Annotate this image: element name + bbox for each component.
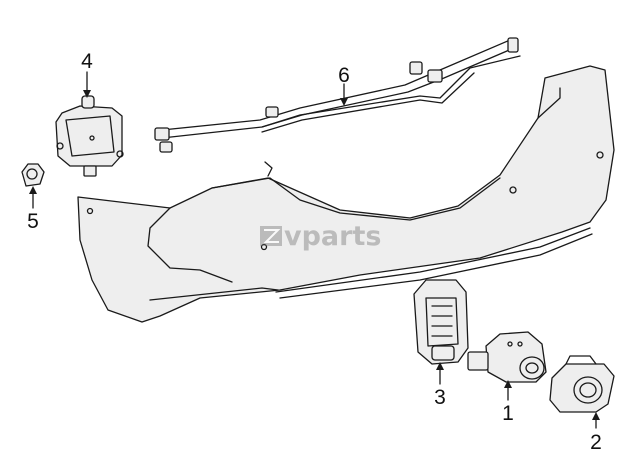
harness-connector-upper bbox=[409, 61, 423, 75]
parking-sensor bbox=[467, 331, 547, 383]
control-module bbox=[55, 95, 124, 177]
callout-3: 3 bbox=[434, 386, 446, 409]
callout-4: 4 bbox=[81, 50, 93, 73]
harness-connector-upper-2 bbox=[427, 69, 443, 83]
watermark-text: vparts bbox=[284, 221, 381, 252]
harness-connector-mid bbox=[265, 106, 279, 118]
harness-connector-left bbox=[154, 127, 170, 141]
sensor-bracket bbox=[413, 279, 469, 365]
sensor-retainer-bezel bbox=[549, 355, 615, 413]
bumper-cover bbox=[77, 65, 615, 323]
harness-connector-right bbox=[507, 37, 519, 53]
wire-harness bbox=[154, 37, 521, 153]
callout-1: 1 bbox=[502, 402, 514, 425]
module-mount-tab bbox=[81, 95, 95, 109]
callout-2: 2 bbox=[590, 431, 602, 454]
watermark: vparts bbox=[260, 221, 381, 252]
callout-6: 6 bbox=[338, 64, 350, 87]
nut bbox=[21, 163, 45, 187]
harness-connector-left-2 bbox=[159, 141, 173, 153]
leader-lines bbox=[29, 71, 600, 429]
callout-5: 5 bbox=[27, 210, 39, 233]
